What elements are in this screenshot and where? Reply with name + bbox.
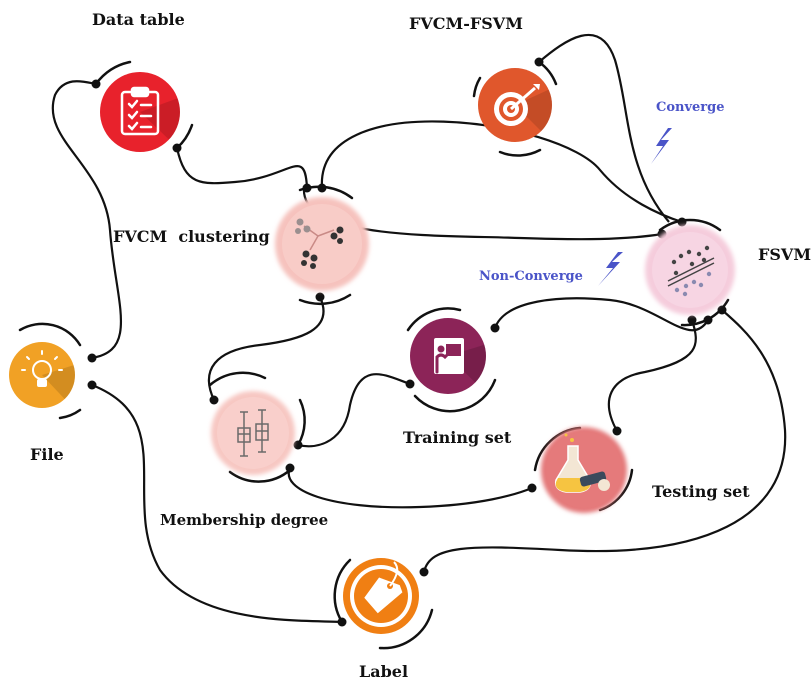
label-node-label: Label [359,662,409,681]
file-circle [9,342,75,408]
data-table-node [100,72,180,152]
cluster-dendrogram-icon [295,218,344,269]
non-converge-annotation: Non-Converge [479,269,583,284]
fsvm-node [645,225,735,315]
boxplot-icon [237,409,269,457]
fvcm-fsvm-node [478,68,552,142]
clipboard-checklist-icon [120,86,160,136]
junction-dots [87,57,727,627]
lightbulb-icon [21,350,63,387]
file-node [9,342,75,408]
testing-set-node [541,427,627,513]
target-icon [494,84,540,126]
converge-annotation: Converge [656,100,725,115]
label-node [343,558,419,634]
data-table-circle [100,72,180,152]
presentation-board-icon [434,338,464,374]
non-converge-lightning-icon [598,252,623,286]
testing-set-label: Testing set [652,482,750,501]
training-set-node [410,318,486,394]
data-table-label: Data table [92,10,185,29]
fvcm-clustering-node [275,197,369,291]
fvcm-clustering-label: FVCM clustering [113,227,270,246]
fvcm-fsvm-label: FVCM-FSVM [409,14,523,33]
tag-icon [364,561,403,614]
membership-degree-node [211,391,295,475]
converge-lightning-icon [651,128,672,164]
membership-degree-label: Membership degree [160,511,329,529]
lab-flask-icon [554,433,610,493]
file-label: File [30,445,64,464]
fsvm-label: FSVM [758,245,811,264]
training-set-label: Training set [403,428,512,447]
scatter-regression-icon [667,245,715,297]
